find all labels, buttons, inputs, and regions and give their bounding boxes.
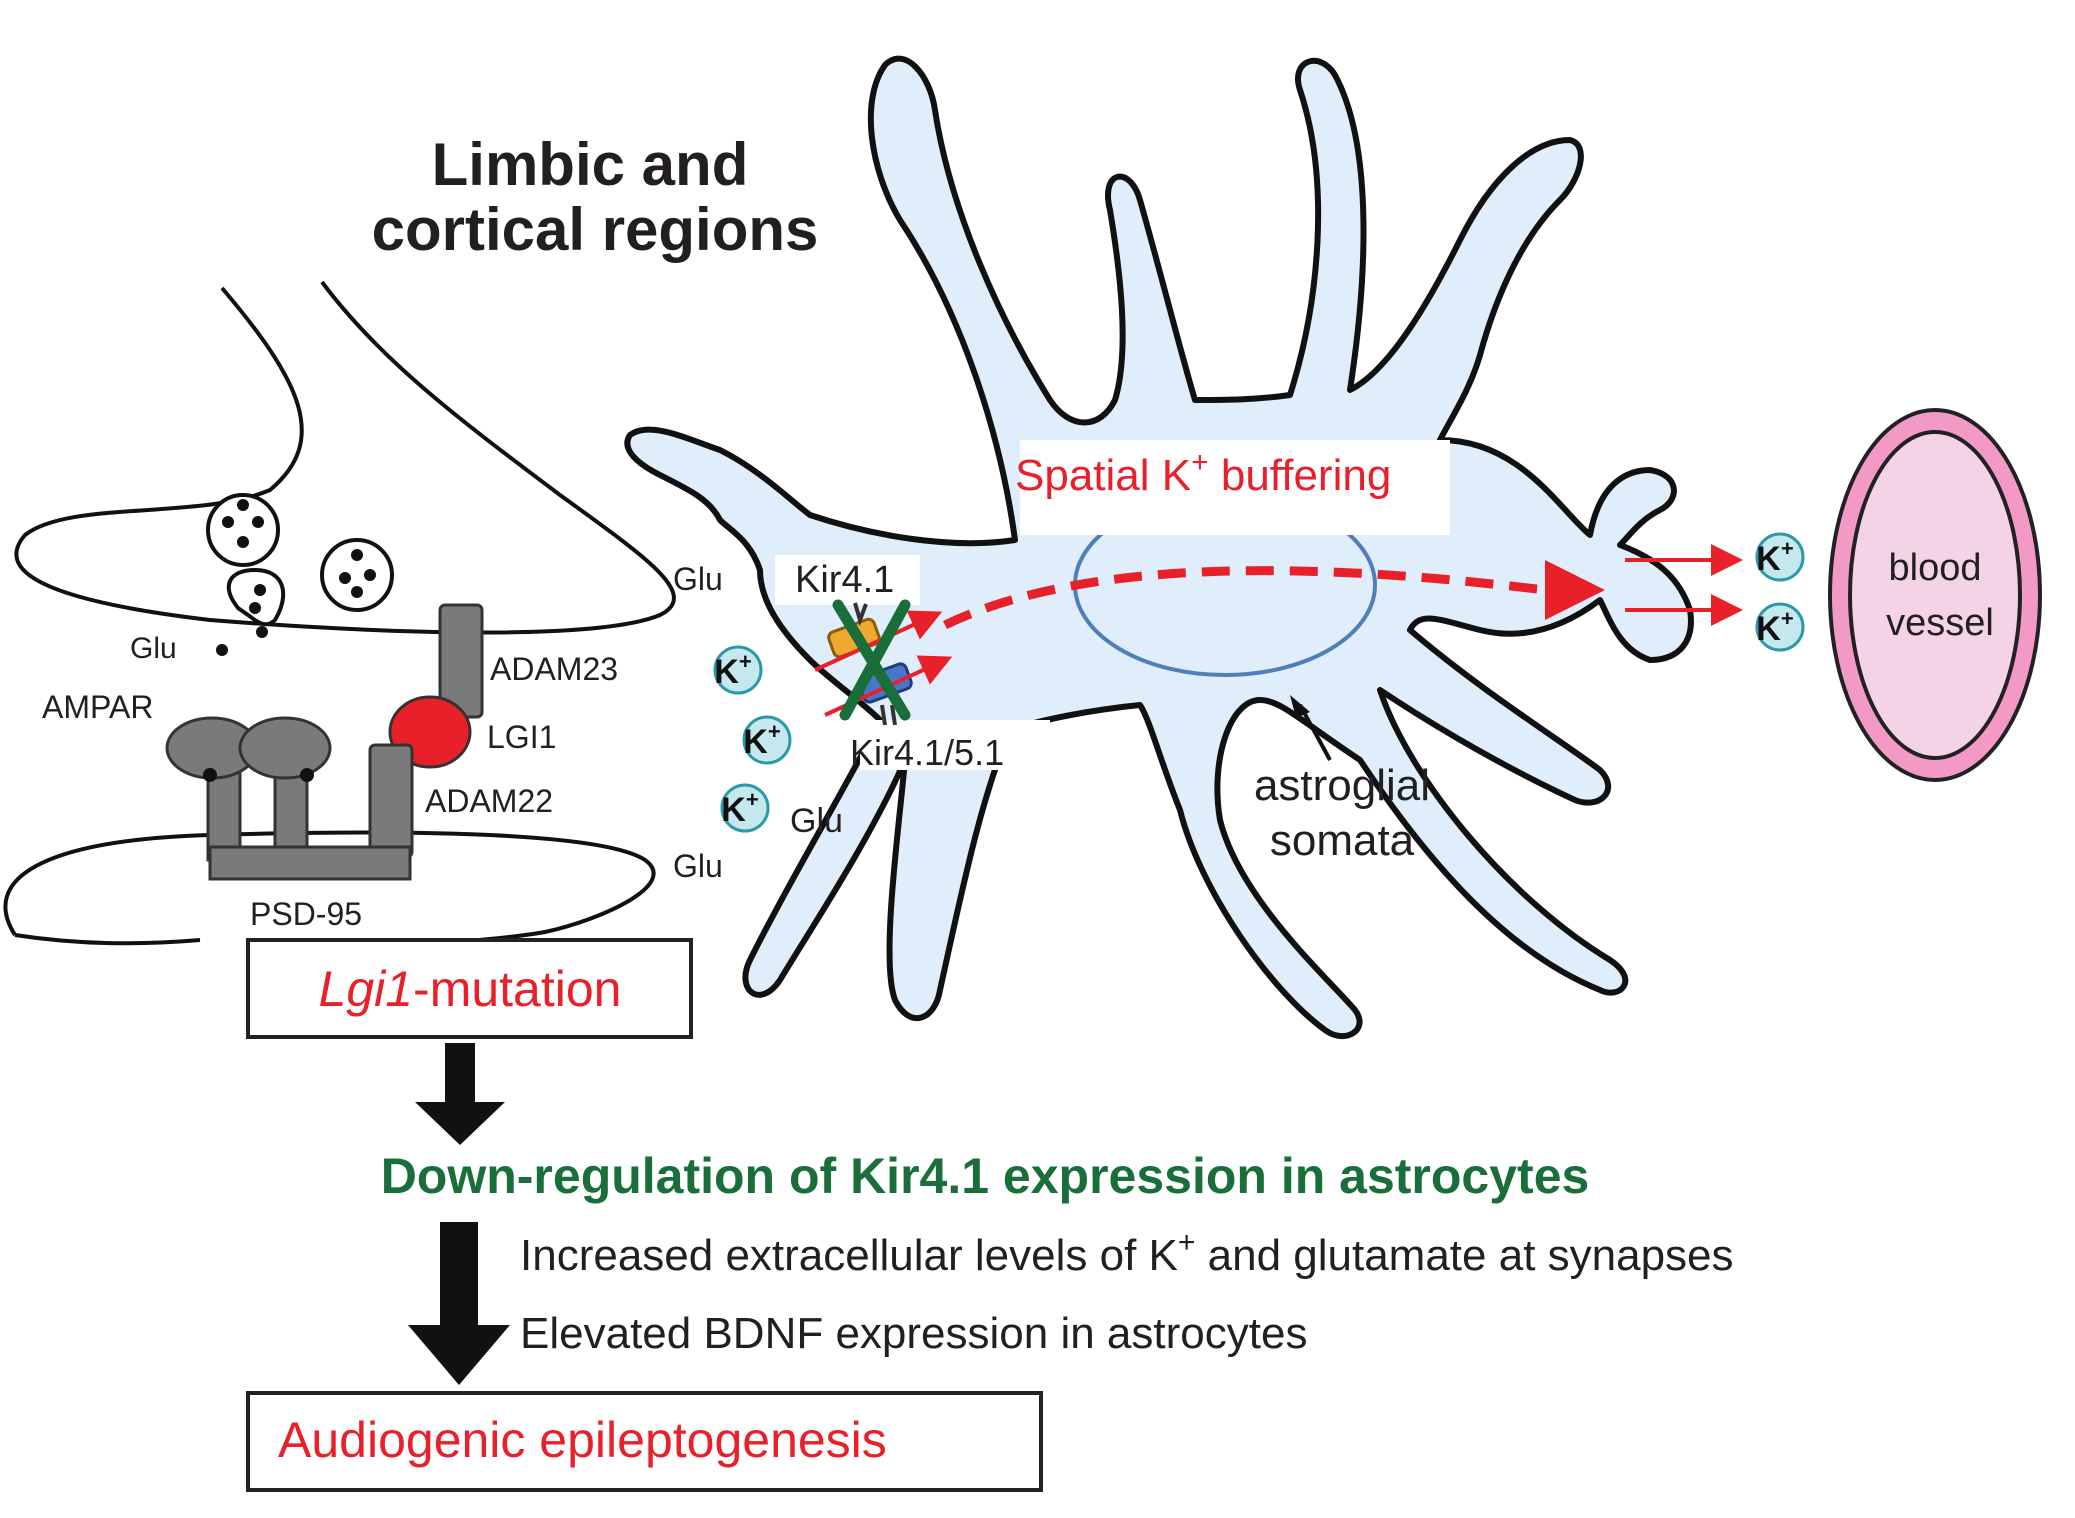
adam22-label: ADAM22 bbox=[425, 783, 553, 819]
postsynaptic-membrane bbox=[3, 830, 656, 947]
svg-text:K+: K+ bbox=[743, 719, 780, 761]
adam22-protein bbox=[368, 743, 414, 859]
buffering-label: Spatial K+ buffering bbox=[1015, 446, 1391, 500]
k-uptake-arrow-1 bbox=[814, 610, 943, 672]
kir41-label-bg bbox=[775, 555, 920, 605]
mutation-label: Lgi1-mutation bbox=[319, 961, 622, 1017]
psd95-label: PSD-95 bbox=[250, 896, 362, 932]
astrocyte-cell bbox=[624, 55, 1694, 1039]
downreg-label: Down-regulation of Kir4.1 expression in … bbox=[381, 1148, 1590, 1204]
glu-molecule bbox=[216, 644, 228, 656]
buffering-arrowhead bbox=[1545, 560, 1605, 620]
adam23-label: ADAM23 bbox=[490, 651, 618, 687]
svg-text:K+: K+ bbox=[1756, 536, 1793, 578]
title-line2: cortical regions bbox=[372, 196, 819, 263]
svg-text:K+: K+ bbox=[714, 649, 751, 691]
kir41-label: Kir4.1 bbox=[795, 559, 894, 601]
svg-text:K+: K+ bbox=[1756, 606, 1793, 648]
somata-pointer-arrowhead bbox=[1290, 695, 1310, 718]
glu-ext-label: Glu bbox=[790, 802, 843, 840]
kir-block-cross bbox=[832, 599, 911, 721]
flow-arrow-1 bbox=[415, 1043, 505, 1145]
mutation-box bbox=[246, 938, 693, 1039]
synaptic-vesicle bbox=[206, 493, 280, 567]
glu-molecule bbox=[254, 584, 266, 596]
effect-1-label: Increased extracellular levels of K+ and… bbox=[520, 1226, 1734, 1280]
presynaptic-terminal bbox=[14, 280, 676, 635]
blood-vessel-inner bbox=[1848, 430, 2022, 760]
ampar-glu-site bbox=[203, 768, 217, 782]
title-line1: Limbic and bbox=[432, 131, 749, 198]
ampar-receptor bbox=[165, 716, 332, 862]
glu-right-bottom-label: Glu bbox=[673, 848, 723, 884]
glu-molecule bbox=[249, 602, 261, 614]
somata-label-line1: astroglial bbox=[1254, 761, 1430, 810]
kir4151-label: Kir4.1/5.1 bbox=[850, 732, 1004, 773]
buffering-arrow bbox=[943, 566, 1546, 630]
outcome-box bbox=[246, 1391, 1043, 1492]
ampar-label: AMPAR bbox=[42, 689, 153, 725]
k-ion-ext-1: K+ bbox=[713, 645, 763, 695]
k-ion-vessel-1: K+ bbox=[1755, 532, 1805, 582]
k-ion-ext-2: K+ bbox=[742, 715, 792, 765]
fusing-vesicle bbox=[226, 567, 286, 627]
somata-pointer-arrow bbox=[1298, 704, 1332, 761]
psd95-scaffold bbox=[208, 845, 412, 881]
svg-text:K+: K+ bbox=[721, 787, 758, 829]
vessel-label-line2: vessel bbox=[1886, 602, 1994, 644]
ampar-glu-site bbox=[300, 768, 314, 782]
glu-pre-label: Glu bbox=[130, 632, 177, 665]
synaptic-vesicle bbox=[320, 538, 394, 612]
k-ion-ext-3: K+ bbox=[720, 783, 770, 833]
kir4151-label-bg bbox=[860, 720, 1050, 770]
vessel-label-line1: blood bbox=[1889, 547, 1982, 589]
glu-right-top-label: Glu bbox=[673, 561, 723, 597]
outcome-label: Audiogenic epileptogenesis bbox=[278, 1412, 887, 1468]
buffering-label-bg bbox=[1020, 440, 1450, 535]
lgi1-label: LGI1 bbox=[487, 719, 556, 755]
somata-label-line2: somata bbox=[1270, 816, 1415, 865]
postsynaptic-left bbox=[14, 933, 201, 946]
glu-molecule bbox=[256, 626, 268, 638]
k-ion-vessel-2: K+ bbox=[1755, 602, 1805, 652]
effect-2-label: Elevated BDNF expression in astrocytes bbox=[520, 1309, 1307, 1358]
flow-arrow-2 bbox=[408, 1222, 510, 1385]
